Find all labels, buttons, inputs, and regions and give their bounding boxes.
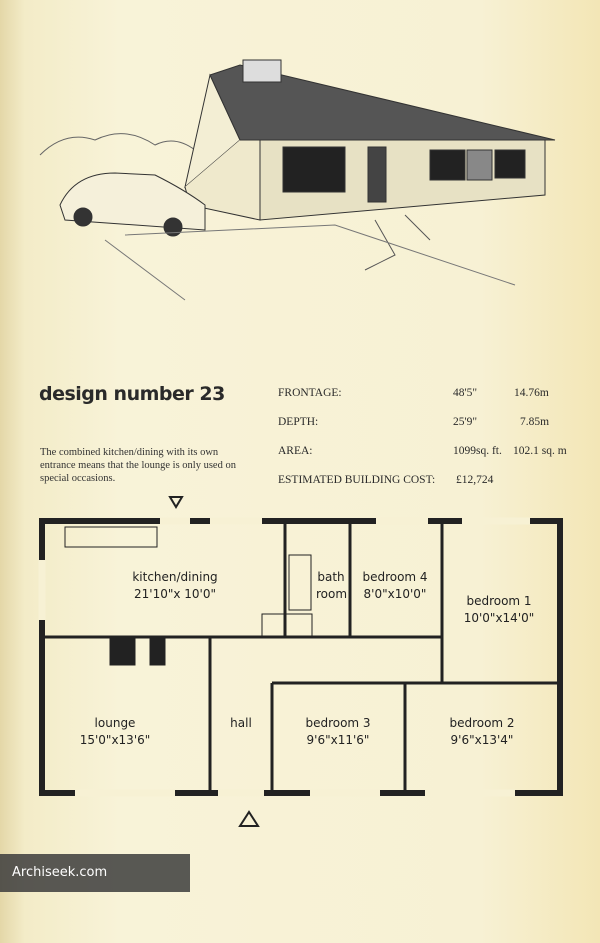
spec-label: FRONTAGE: xyxy=(278,387,342,399)
spec-metric: 14.76m xyxy=(514,387,549,399)
spec-imperial: 1099sq. ft. xyxy=(453,445,502,457)
room-name: bedroom 4 xyxy=(362,570,428,584)
room-lounge: lounge 15'0"x13'6" xyxy=(80,715,151,749)
room-bedroom-4: bedroom 4 8'0"x10'0" xyxy=(362,569,427,603)
room-kitchen-dining: kitchen/dining 21'10"x 10'0" xyxy=(132,569,217,603)
spec-label: DEPTH: xyxy=(278,416,319,428)
room-size: 21'10"x 10'0" xyxy=(134,587,216,601)
room-name: bedroom 2 xyxy=(449,716,515,730)
room-name: bath room xyxy=(316,570,348,601)
watermark: Archiseek.com xyxy=(0,854,190,892)
room-name: bedroom 3 xyxy=(305,716,371,730)
room-size: 8'0"x10'0" xyxy=(363,587,427,601)
room-name: hall xyxy=(230,716,252,730)
room-size: 10'0"x14'0" xyxy=(463,611,535,625)
spec-imperial: 25'9" xyxy=(453,416,478,428)
room-size: 15'0"x13'6" xyxy=(79,733,151,747)
room-size: 9'6"x11'6" xyxy=(306,733,370,747)
spec-label: AREA: xyxy=(278,445,313,457)
spec-cost: £12,724 xyxy=(456,474,494,486)
room-size: 9'6"x13'4" xyxy=(450,733,514,747)
spec-metric: 102.1 sq. m xyxy=(513,445,567,457)
room-bedroom-3: bedroom 3 9'6"x11'6" xyxy=(305,715,370,749)
room-name: bedroom 1 xyxy=(466,594,532,608)
room-name: lounge xyxy=(94,716,136,730)
house-sketch xyxy=(39,59,556,301)
room-hall: hall xyxy=(230,715,252,732)
design-description: The combined kitchen/dining with its own… xyxy=(40,447,236,484)
room-bedroom-1: bedroom 1 10'0"x14'0" xyxy=(464,593,535,627)
room-bathroom: bath room xyxy=(316,569,348,603)
spec-imperial: 48'5" xyxy=(453,387,478,399)
room-bedroom-2: bedroom 2 9'6"x13'4" xyxy=(449,715,514,749)
spec-metric: 7.85m xyxy=(520,416,550,428)
spec-label: ESTIMATED BUILDING COST: xyxy=(278,474,436,486)
design-title: design number 23 xyxy=(39,383,225,405)
room-name: kitchen/dining xyxy=(132,570,218,584)
